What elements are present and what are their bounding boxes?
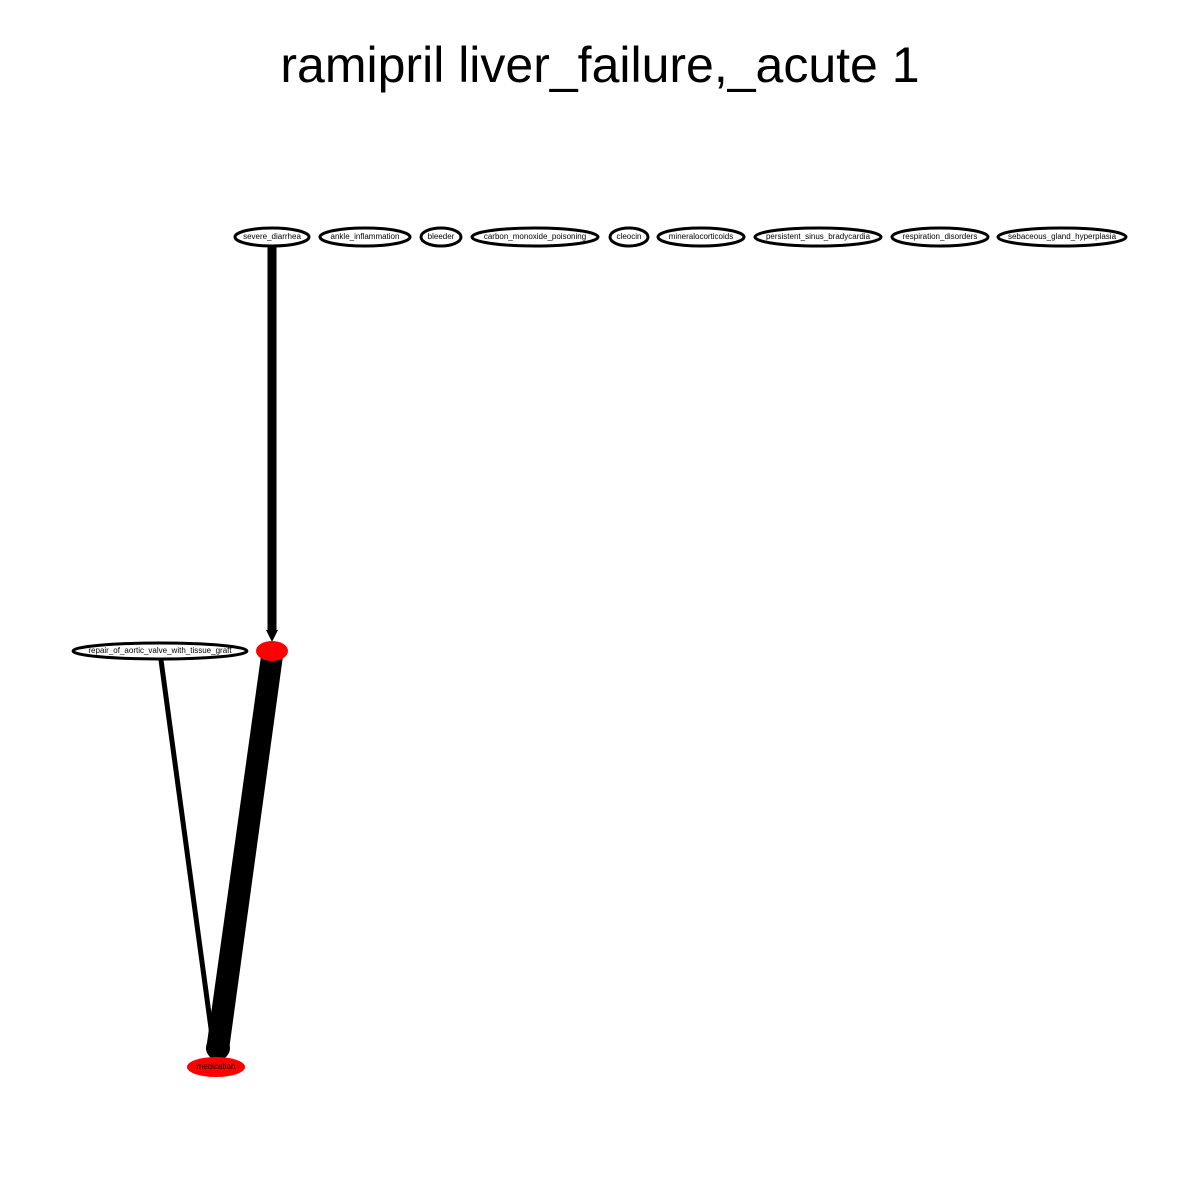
node-bleeder[interactable]: bleeder: [419, 226, 463, 248]
node-shape: [656, 226, 746, 248]
node-shape: [233, 226, 311, 248]
node-shape: [256, 641, 288, 661]
node-label: carbon_monoxide_poisoning: [484, 232, 586, 241]
node-ankle-inflammation[interactable]: ankle_inflammation: [318, 226, 412, 248]
node-shape: [753, 226, 883, 248]
node-shape: [608, 226, 650, 248]
node-shape: [470, 226, 600, 248]
node-shape: [71, 641, 249, 661]
node-shape: [318, 226, 412, 248]
node-label: respiration_disorders: [903, 232, 978, 241]
node-respiration-disorders[interactable]: respiration_disorders: [890, 226, 990, 248]
node-repair-of-aortic-valve[interactable]: repair_of_aortic_valve_with_tissue_graft: [71, 641, 249, 661]
edge-middle-to-medication: [206, 656, 283, 1050]
node-persistent-sinus-bradycardia[interactable]: persistent_sinus_bradycardia: [753, 226, 883, 248]
node-severe-diarrhea[interactable]: severe_diarrhea: [233, 226, 311, 248]
node-shape: [890, 226, 990, 248]
node-label: severe_diarrhea: [243, 232, 301, 241]
diagram-title: ramipril liver_failure,_acute 1: [280, 37, 920, 93]
node-label: cleocin: [617, 232, 642, 241]
node-medication[interactable]: medication: [187, 1057, 245, 1077]
node-label: mineralocorticoids: [669, 232, 733, 241]
node-carbon-monoxide-poisoning[interactable]: carbon_monoxide_poisoning: [470, 226, 600, 248]
node-label: bleeder: [428, 232, 455, 241]
node-shape: [187, 1057, 245, 1077]
edge-layer: [158, 240, 283, 1060]
node-label: persistent_sinus_bradycardia: [766, 232, 871, 241]
node-label: ankle_inflammation: [331, 232, 400, 241]
node-cleocin[interactable]: cleocin: [608, 226, 650, 248]
node-mineralocorticoids[interactable]: mineralocorticoids: [656, 226, 746, 248]
edge-repair-to-medication: [158, 657, 216, 1046]
edge-arrowhead: [266, 630, 278, 642]
node-label: medication: [197, 1062, 236, 1071]
node-sebaceous-gland-hyperplasia[interactable]: sebaceous_gland_hyperplasia: [996, 226, 1128, 248]
node-shape: [996, 226, 1128, 248]
edge-endpoint-medication: [206, 1036, 230, 1060]
node-shape: [419, 226, 463, 248]
node-label: sebaceous_gland_hyperplasia: [1008, 232, 1117, 241]
node-label: repair_of_aortic_valve_with_tissue_graft: [88, 646, 232, 655]
node-middle[interactable]: [256, 641, 288, 661]
